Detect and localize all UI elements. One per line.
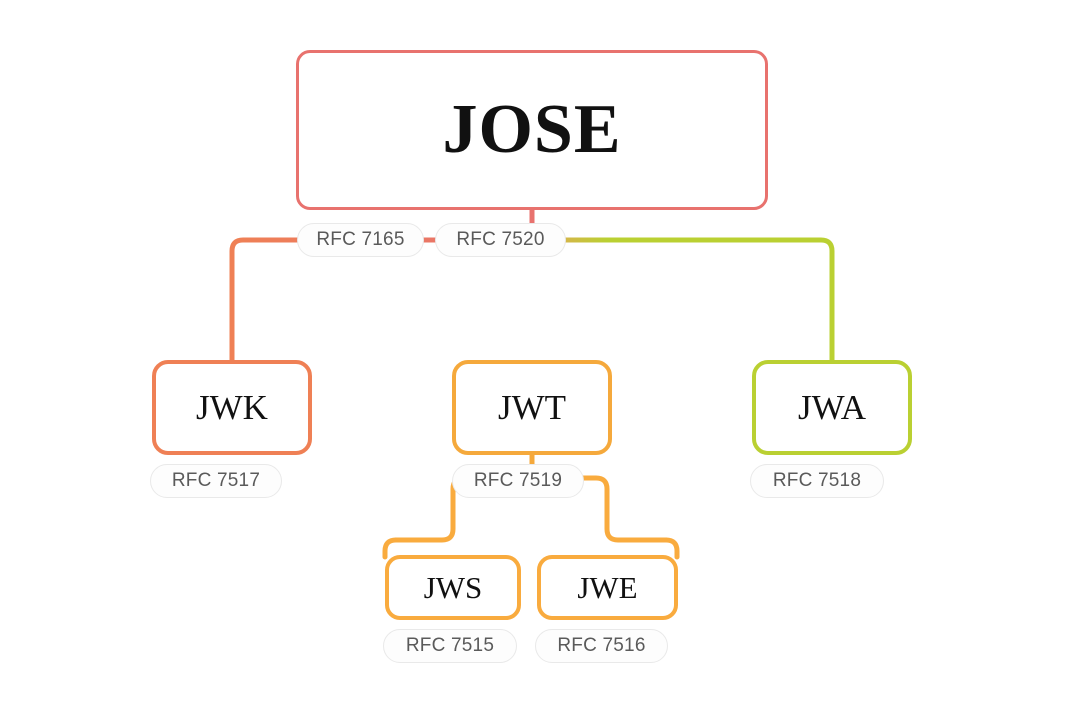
node-jwk[interactable]: JWK bbox=[152, 360, 312, 455]
rfc-label-7518: RFC 7518 bbox=[750, 464, 884, 498]
edge-jwt-to-jwe bbox=[529, 475, 669, 543]
rfc-label-7517: RFC 7517 bbox=[150, 464, 282, 498]
edge-jwe-entry bbox=[663, 537, 680, 560]
rfc-label-7519: RFC 7519 bbox=[452, 464, 584, 498]
node-jwe[interactable]: JWE bbox=[537, 555, 678, 620]
node-jws[interactable]: JWS bbox=[385, 555, 521, 620]
edge-root-to-jwk bbox=[229, 237, 535, 363]
rfc-label-7165: RFC 7165 bbox=[297, 223, 424, 257]
edge-root-to-jwa bbox=[529, 237, 835, 363]
node-jose[interactable]: JOSE bbox=[296, 50, 768, 210]
node-jwa[interactable]: JWA bbox=[752, 360, 912, 455]
rfc-label-7515: RFC 7515 bbox=[383, 629, 517, 663]
edge-jws-entry bbox=[382, 537, 399, 560]
node-jwt[interactable]: JWT bbox=[452, 360, 612, 455]
rfc-label-7516: RFC 7516 bbox=[535, 629, 668, 663]
rfc-label-7520: RFC 7520 bbox=[435, 223, 566, 257]
